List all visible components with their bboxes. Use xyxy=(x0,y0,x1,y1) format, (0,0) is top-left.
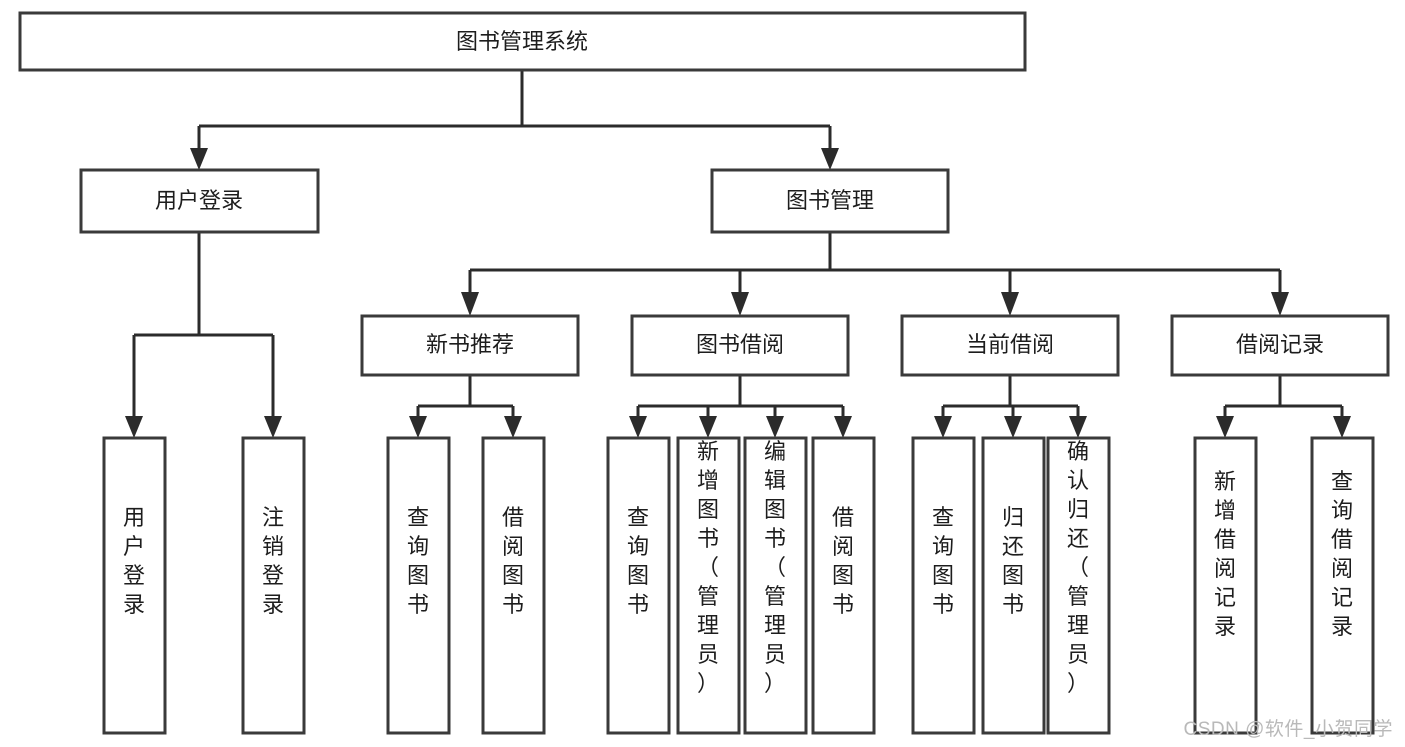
node-book-borrow-box[interactable] xyxy=(630,314,850,377)
arrowhead-cb-leaf-1 xyxy=(934,416,952,438)
leaf-br-query-record-label: 查询借阅记录 xyxy=(1331,469,1353,639)
arrowhead-nbr-leaf-2 xyxy=(504,416,522,438)
connector-group-user-login xyxy=(125,232,282,438)
arrowhead-br-leaf-1 xyxy=(1216,416,1234,438)
node-book-borrow[interactable]: 图书借阅 xyxy=(630,314,850,377)
leaf-nbr-borrow-book-box[interactable] xyxy=(481,436,546,735)
leaf-br-add-record-label: 新增借阅记录 xyxy=(1214,469,1236,639)
node-new-book-recommend[interactable]: 新书推荐 xyxy=(360,314,580,377)
leaf-node[interactable]: 查询借阅记录 xyxy=(1310,436,1375,735)
leaf-cb-query-book-box[interactable] xyxy=(911,436,976,735)
node-root[interactable]: 图书管理系统 xyxy=(18,11,1027,72)
node-current-borrow-label: 当前借阅 xyxy=(966,332,1054,357)
leaf-nbr-query-book-box[interactable] xyxy=(386,436,451,735)
arrowhead-user-login xyxy=(190,148,208,170)
connector-group-book-borrow xyxy=(629,375,852,438)
arrowhead-user-login-leaf-2 xyxy=(264,416,282,438)
leaf-bb-query-book-label: 查询图书 xyxy=(627,505,649,617)
leaf-node[interactable]: 归还图书 xyxy=(981,436,1046,735)
node-book-borrow-label: 图书借阅 xyxy=(696,332,784,357)
arrowhead-br-leaf-2 xyxy=(1333,416,1351,438)
leaf-cb-query-book-label: 查询图书 xyxy=(932,505,954,617)
leaf-user-login-label: 用户登录 xyxy=(123,505,145,617)
node-new-book-recommend-box[interactable] xyxy=(360,314,580,377)
arrowhead-bb-leaf-3 xyxy=(766,416,784,438)
leaf-cb-confirm-return-box[interactable] xyxy=(1046,436,1111,735)
leaf-bb-borrow-book-label: 借阅图书 xyxy=(832,505,854,617)
leaf-cb-return-book-label: 归还图书 xyxy=(1002,505,1024,617)
node-current-borrow-box[interactable] xyxy=(900,314,1120,377)
node-user-login-label: 用户登录 xyxy=(155,188,243,213)
node-book-management-label: 图书管理 xyxy=(786,188,874,213)
arrowhead-cb-leaf-3 xyxy=(1069,416,1087,438)
leaf-node[interactable]: 注销登录 xyxy=(241,436,306,735)
connector-group-book-mgmt xyxy=(461,232,1289,316)
leaf-logout-box[interactable] xyxy=(241,436,306,735)
node-user-login[interactable]: 用户登录 xyxy=(79,168,320,234)
node-root-box[interactable] xyxy=(18,11,1027,72)
arrowhead-book-mgmt xyxy=(821,148,839,170)
leaf-bb-edit-book-box[interactable] xyxy=(743,436,808,735)
leaf-br-add-record-box[interactable] xyxy=(1193,436,1258,735)
node-root-label: 图书管理系统 xyxy=(456,29,588,54)
leaf-node[interactable]: 查询图书 xyxy=(386,436,451,735)
leaf-node[interactable]: 用户登录 xyxy=(102,436,167,735)
arrowhead-borrow-record xyxy=(1271,292,1289,316)
connector-group-root xyxy=(190,70,839,170)
node-current-borrow[interactable]: 当前借阅 xyxy=(900,314,1120,377)
leaf-bb-add-book-label: 新增图书（管理员） xyxy=(697,439,719,696)
arrowhead-current-borrow xyxy=(1001,292,1019,316)
node-book-management-box[interactable] xyxy=(710,168,950,234)
leaf-node[interactable]: 确认归还（管理员） xyxy=(1046,436,1111,735)
leaf-node[interactable]: 查询图书 xyxy=(606,436,671,735)
arrowhead-bb-leaf-2 xyxy=(699,416,717,438)
connector-group-borrow-record xyxy=(1216,375,1351,438)
leaf-logout-label: 注销登录 xyxy=(262,505,284,617)
leaf-node[interactable]: 借阅图书 xyxy=(481,436,546,735)
connector-group-current-borrow xyxy=(934,375,1087,438)
leaf-user-login-box[interactable] xyxy=(102,436,167,735)
arrowhead-user-login-leaf-1 xyxy=(125,416,143,438)
arrowhead-book-borrow xyxy=(731,292,749,316)
arrowhead-cb-leaf-2 xyxy=(1004,416,1022,438)
leaf-bb-add-book-box[interactable] xyxy=(676,436,741,735)
connector-group-new-book-recommend xyxy=(409,375,522,438)
arrowhead-nbr-leaf-1 xyxy=(409,416,427,438)
node-borrow-record-box[interactable] xyxy=(1170,314,1390,377)
leaf-node[interactable]: 借阅图书 xyxy=(811,436,876,735)
arrowhead-bb-leaf-4 xyxy=(834,416,852,438)
arrowhead-bb-leaf-1 xyxy=(629,416,647,438)
leaf-bb-borrow-book-box[interactable] xyxy=(811,436,876,735)
arrowhead-new-book-recommend xyxy=(461,292,479,316)
node-borrow-record-label: 借阅记录 xyxy=(1236,332,1324,357)
leaf-bb-edit-book-label: 编辑图书（管理员） xyxy=(764,439,786,696)
leaf-node[interactable]: 新增借阅记录 xyxy=(1193,436,1258,735)
node-book-management[interactable]: 图书管理 xyxy=(710,168,950,234)
node-new-book-recommend-label: 新书推荐 xyxy=(426,332,514,357)
leaf-node[interactable]: 新增图书（管理员） xyxy=(676,436,741,735)
leaf-node[interactable]: 编辑图书（管理员） xyxy=(743,436,808,735)
node-user-login-box[interactable] xyxy=(79,168,320,234)
leaf-nbr-query-book-label: 查询图书 xyxy=(407,505,429,617)
node-borrow-record[interactable]: 借阅记录 xyxy=(1170,314,1390,377)
leaf-cb-confirm-return-label: 确认归还（管理员） xyxy=(1067,439,1089,696)
leaf-bb-query-book-box[interactable] xyxy=(606,436,671,735)
leaf-nbr-borrow-book-label: 借阅图书 xyxy=(502,505,524,617)
leaf-node[interactable]: 查询图书 xyxy=(911,436,976,735)
leaf-cb-return-book-box[interactable] xyxy=(981,436,1046,735)
leaf-br-query-record-box[interactable] xyxy=(1310,436,1375,735)
